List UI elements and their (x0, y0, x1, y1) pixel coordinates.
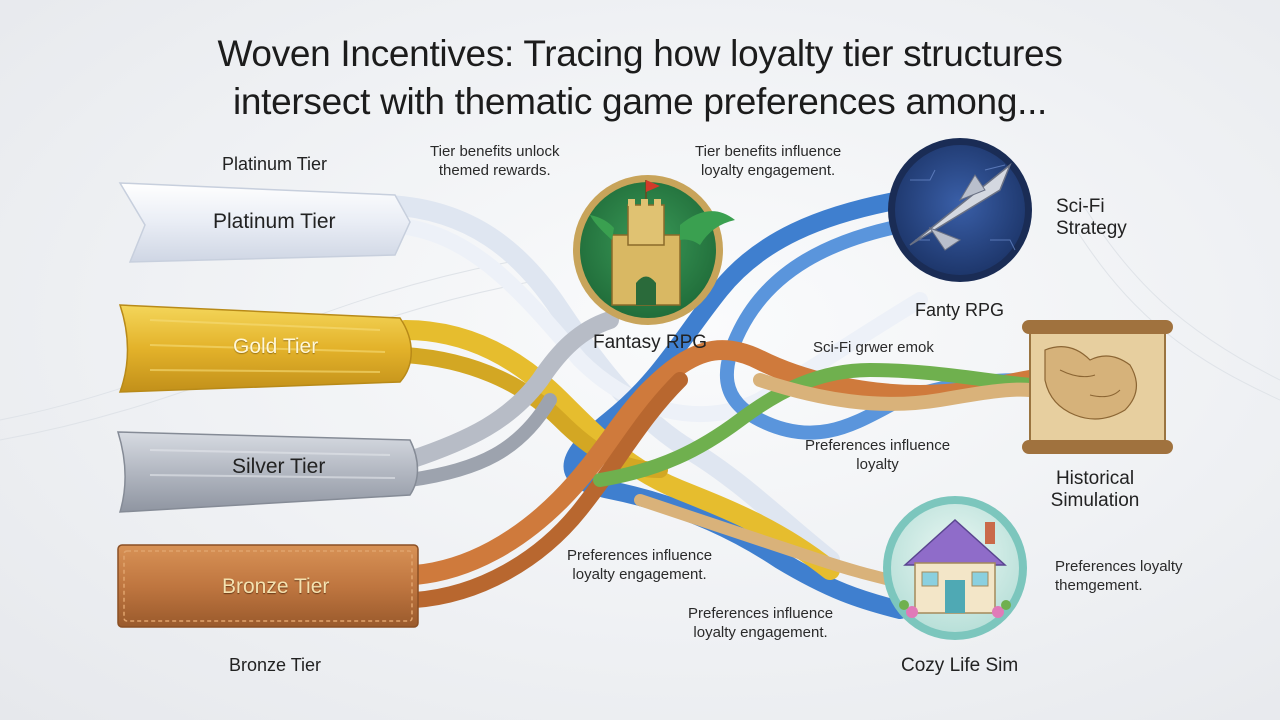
strand-green-a (593, 362, 1037, 487)
strand-orange-a (405, 340, 1040, 585)
scifi-strategy-line-2: Strategy (1056, 218, 1127, 239)
spaceship-icon (909, 162, 1012, 251)
platinum-ribbon-label: Platinum Tier (213, 210, 336, 233)
annotation-preferences-engagement-2-line-2: loyalty engagement. (693, 624, 828, 641)
annotation-tier-unlock-line-2: themed rewards. (438, 162, 551, 179)
annotation-preferences-engagement-1-line-2: loyalty engagement. (572, 566, 707, 583)
historical-line-2: Simulation (1050, 490, 1140, 511)
annotation-preferences-engagement-2: Preferences influence loyalty engagement… (688, 604, 833, 642)
annotation-preferences-engagement-1: Preferences influence loyalty engagement… (567, 546, 712, 584)
annotation-tier-unlock: Tier benefits unlock themed rewards. (430, 142, 560, 180)
scroll-map-icon (1044, 346, 1137, 420)
cozy-life-sim-label: Cozy Life Sim (901, 655, 1019, 676)
scifi-badge-caption: Fanty RPG (915, 300, 1005, 320)
scifi-strategy-line-1: Sci-Fi (1056, 196, 1105, 217)
gold-ribbon-label: Gold Tier (233, 335, 319, 358)
historical-simulation-label: Historical Simulation (1040, 468, 1150, 512)
annotation-tier-unlock-line-1: Tier benefits unlock (430, 143, 560, 160)
bronze-tier-caption: Bronze Tier (229, 655, 322, 675)
house-icon (899, 518, 1011, 618)
fantasy-rpg-label: Fantasy RPG (593, 332, 708, 353)
ribbon-gold (118, 304, 412, 393)
page-title: Woven Incentives: Tracing how loyalty ti… (0, 30, 1280, 126)
strand-tan-a (753, 373, 1037, 411)
annotation-preferences-loyalty: Preferences influence loyalty (805, 436, 950, 474)
historical-line-1: Historical (1055, 468, 1135, 489)
annotation-tier-influence-line-2: loyalty engagement. (700, 162, 836, 179)
annotation-tier-influence: Tier benefits influence loyalty engageme… (695, 142, 841, 180)
annotation-preferences-themgement-line-1: Preferences loyalty (1055, 558, 1183, 575)
annotation-scifi: Sci-Fi grwer emok (813, 339, 934, 356)
title-line-2: intersect with thematic game preferences… (232, 81, 1048, 122)
silver-ribbon-label: Silver Tier (232, 455, 326, 478)
title-line-1: Woven Incentives: Tracing how loyalty ti… (217, 33, 1063, 74)
ribbon-platinum (118, 182, 411, 263)
braid-strands (380, 191, 1040, 619)
castle-dragon-icon (590, 180, 735, 306)
strand-tan-b (634, 494, 896, 586)
strand-blue-a (563, 191, 909, 619)
historical-badge (1022, 320, 1173, 454)
annotation-preferences-engagement-2-line-1: Preferences influence (688, 605, 834, 622)
annotation-preferences-loyalty-line-1: Preferences influence (805, 437, 951, 454)
annotation-preferences-engagement-1-line-1: Preferences influence (567, 547, 713, 564)
platinum-tier-caption: Platinum Tier (222, 154, 328, 174)
annotation-preferences-themgement: Preferences loyalty themgement. (1055, 557, 1183, 595)
ribbon-bronze (117, 544, 419, 628)
annotation-preferences-themgement-line-2: themgement. (1055, 577, 1143, 594)
cozy-badge (883, 496, 1027, 640)
strand-orange-b (407, 372, 688, 608)
fantasy-badge (573, 175, 735, 325)
annotation-tier-influence-line-1: Tier benefits influence (695, 143, 842, 160)
annotation-preferences-loyalty-line-2: loyalty (856, 456, 899, 473)
scifi-strategy-label: Sci-Fi Strategy (1056, 196, 1127, 240)
bronze-ribbon-label: Bronze Tier (222, 575, 330, 598)
strand-silver-b (403, 393, 557, 487)
ribbon-silver (116, 431, 419, 513)
scifi-badge (888, 138, 1032, 282)
strand-silver-a (401, 311, 619, 469)
